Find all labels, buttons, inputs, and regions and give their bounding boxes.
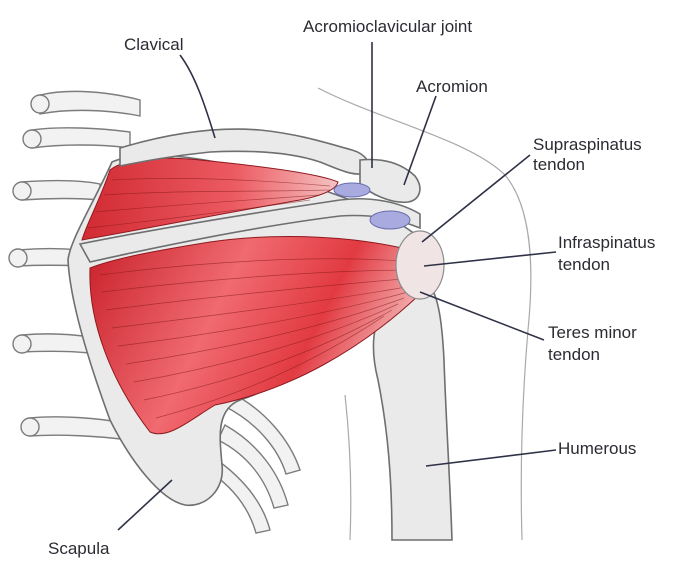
subacromial-cartilage: [370, 211, 410, 229]
label-supraspinatus: Supraspinatus: [533, 135, 642, 154]
label-supraspinatus-tendon: tendon: [533, 155, 585, 174]
label-acromion: Acromion: [416, 77, 488, 96]
label-infraspinatus-tendon: tendon: [558, 255, 610, 274]
body-outline-inner: [345, 395, 351, 540]
label-clavical: Clavical: [124, 35, 184, 54]
label-teres-minor-tendon: tendon: [548, 345, 600, 364]
label-acromioclavicular-joint: Acromioclavicular joint: [303, 17, 472, 36]
label-scapula: Scapula: [48, 539, 110, 558]
infraspinatus-muscle: [90, 237, 423, 434]
label-infraspinatus: Infraspinatus: [558, 233, 655, 252]
ac-joint-cartilage: [334, 183, 370, 197]
label-humerous: Humerous: [558, 439, 636, 458]
label-teres-minor: Teres minor: [548, 323, 637, 342]
